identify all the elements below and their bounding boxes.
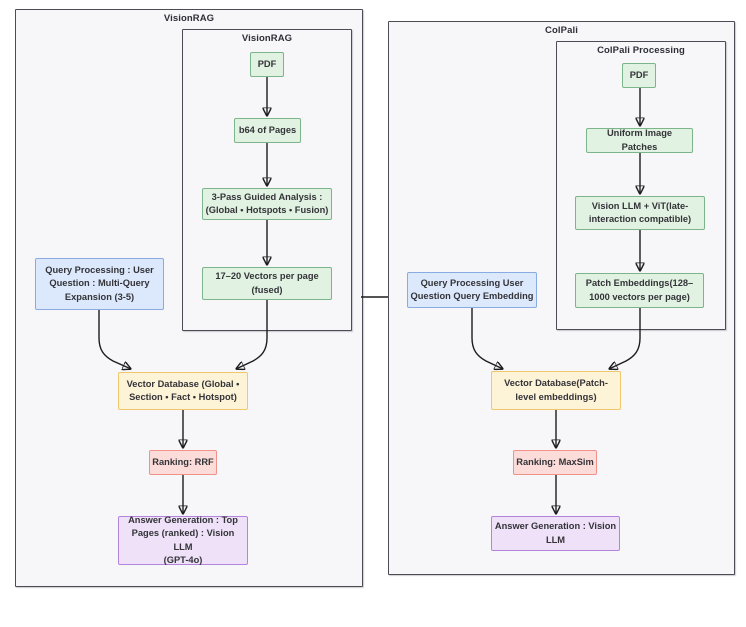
node-vector-database-right: Vector Database(Patch- level embeddings) [491,371,621,410]
node-uniform-image-patches: Uniform Image Patches [586,128,693,153]
colpali-processing-title: ColPali Processing [597,45,685,56]
colpali-outer-title: ColPali [545,25,578,36]
node-query-processing-left: Query Processing : User Question : Multi… [35,258,164,310]
node-patch-embeddings: Patch Embeddings(128– 1000 vectors per p… [575,273,704,308]
node-3pass-analysis: 3-Pass Guided Analysis : (Global • Hotsp… [202,188,332,220]
node-vectors-per-page: 17–20 Vectors per page (fused) [202,267,332,300]
node-pdf-right: PDF [622,63,656,88]
node-ranking-rrf: Ranking: RRF [149,450,217,475]
visionrag-outer-title: VisionRAG [163,13,215,24]
node-vector-database-left: Vector Database (Global • Section • Fact… [118,372,248,410]
node-query-processing-right: Query Processing User Question Query Emb… [407,272,537,308]
node-ranking-maxsim: Ranking: MaxSim [513,450,597,475]
node-answer-generation-left: Answer Generation : Top Pages (ranked) :… [118,515,248,565]
node-answer-generation-right: Answer Generation : Vision LLM [491,516,620,551]
node-vision-llm-vit: Vision LLM + ViT(late- interaction compa… [575,196,705,230]
visionrag-inner-title: VisionRAG [241,33,293,44]
node-b64-pages: b64 of Pages [234,118,301,143]
node-pdf-left: PDF [250,52,284,77]
